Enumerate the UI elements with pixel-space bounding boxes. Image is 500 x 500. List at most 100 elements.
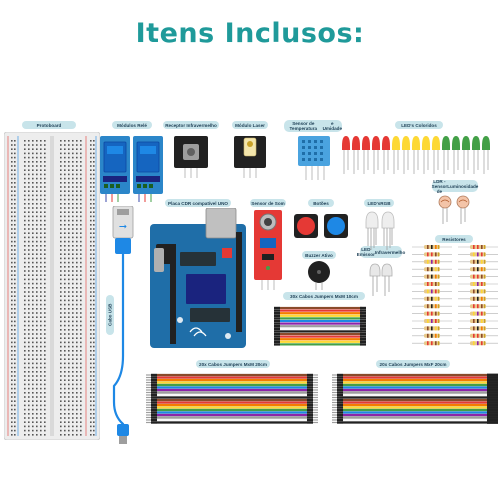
uno-board-icon (150, 208, 246, 348)
resistor (458, 289, 498, 294)
jumper-wire (146, 418, 318, 422)
label-jumpers-mm-20: 20x Cabos Jumpers MxM 20cm (196, 360, 270, 368)
jumper-wire (332, 391, 498, 394)
jumper-wire (332, 373, 498, 377)
resistor (458, 274, 498, 279)
dht-sensor-icon (298, 136, 330, 180)
label-led-ir-line1: LED Emissor (356, 247, 375, 257)
resistor (458, 282, 498, 286)
jumper-wire (274, 306, 366, 310)
jumper-wire (332, 388, 498, 392)
resistor (412, 304, 452, 309)
jumper-wire (274, 343, 366, 346)
resistor (412, 267, 452, 272)
resistor (412, 289, 452, 294)
jumper-wire (146, 403, 318, 407)
jumper-wire (332, 418, 498, 422)
jumper-wire (146, 376, 318, 379)
resistor (458, 304, 498, 309)
jumper-wire (146, 391, 318, 394)
svg-text:⭢: ⭢ (119, 221, 127, 232)
resistor (412, 252, 452, 257)
label-botoes: Botões (308, 199, 334, 207)
page-title: Itens Inclusos: (135, 18, 365, 49)
resistor (458, 333, 498, 338)
led (402, 136, 410, 174)
resistor (412, 341, 452, 346)
label-leds-coloridos: LED's Coloridos (395, 121, 443, 129)
relay-module-icon (100, 136, 164, 202)
jumpers-mm-20-icon (146, 370, 318, 430)
jumper-wire (274, 340, 366, 343)
led (372, 136, 380, 174)
jumper-wire (146, 388, 318, 392)
label-sensor-temp-line1: Sensor de Temperatura (289, 121, 318, 131)
led (472, 136, 480, 174)
colored-leds-group (340, 134, 496, 178)
jumper-wire (332, 411, 498, 414)
resistor (458, 252, 498, 257)
label-jumpers-mm-10: 30x Cabos Jumpers MxM 10cm (283, 292, 365, 300)
led (432, 136, 440, 174)
jumper-wire (146, 383, 318, 387)
resistor (412, 326, 452, 331)
label-jumpers-mf-20: 20x Cabos Jumpers MxF 20cm (376, 360, 450, 368)
label-led-rgb: LED'sRGB (364, 199, 394, 207)
jumper-wire (146, 396, 318, 399)
label-modulo-laser: Módulo Laser (232, 121, 268, 129)
jumpers-mf-20-icon (332, 370, 498, 430)
label-resistores: Resistores (435, 235, 473, 243)
led (422, 136, 430, 174)
label-sensor-som: Sensor de Som (250, 199, 286, 207)
led (352, 136, 360, 174)
jumper-wire (274, 327, 366, 330)
jumper-wire (332, 381, 498, 384)
jumper-wire (332, 421, 498, 424)
jumper-wire (274, 312, 366, 315)
jumper-wire (332, 393, 498, 397)
label-ldr: LDR - Sensor de Luminosidade (431, 178, 479, 194)
label-sensor-temperatura: Sensor de Temperatura e Umidade (284, 120, 342, 132)
sound-sensor-icon (254, 210, 282, 290)
jumper-wire (332, 401, 498, 404)
resistor (412, 259, 452, 264)
resistor (458, 326, 498, 331)
jumper-wire (146, 411, 318, 414)
jumper-wire (146, 398, 318, 402)
label-ldr-line1: LDR - Sensor de (431, 178, 448, 194)
jumper-wire (274, 332, 366, 336)
jumper-wire (146, 378, 318, 382)
jumper-wire (274, 314, 366, 317)
led (452, 136, 460, 174)
label-buzzer: Buzzer Ativo (302, 251, 336, 259)
resistor (412, 282, 452, 286)
jumper-wire (274, 319, 366, 323)
jumper-wire (146, 408, 318, 412)
resistor (412, 296, 452, 301)
jumper-wire (274, 325, 366, 328)
jumper-wire (332, 396, 498, 399)
jumper-wire (332, 386, 498, 389)
resistor (458, 311, 498, 316)
resistor (458, 245, 498, 249)
resistor (458, 296, 498, 301)
jumper-wire (146, 421, 318, 424)
ir-receiver-icon (174, 136, 208, 178)
usb-cable-icon: ⭢ (108, 206, 138, 446)
led (442, 136, 450, 174)
jumper-wire (146, 413, 318, 417)
resistors-icon (412, 244, 498, 350)
label-sensor-temp-line2: e Umidade (322, 121, 343, 131)
jumper-wire (332, 378, 498, 382)
resistor (458, 267, 498, 272)
ldr-icon (436, 194, 472, 224)
label-modulos-rele: Módulos Relé (112, 121, 152, 129)
resistor (412, 333, 452, 338)
jumper-wire (146, 381, 318, 384)
jumper-wire (274, 338, 366, 341)
jumper-wire (332, 406, 498, 409)
label-receptor-ir: Receptor Infravermelho (163, 121, 219, 129)
resistor (412, 311, 452, 316)
resistor (458, 259, 498, 264)
